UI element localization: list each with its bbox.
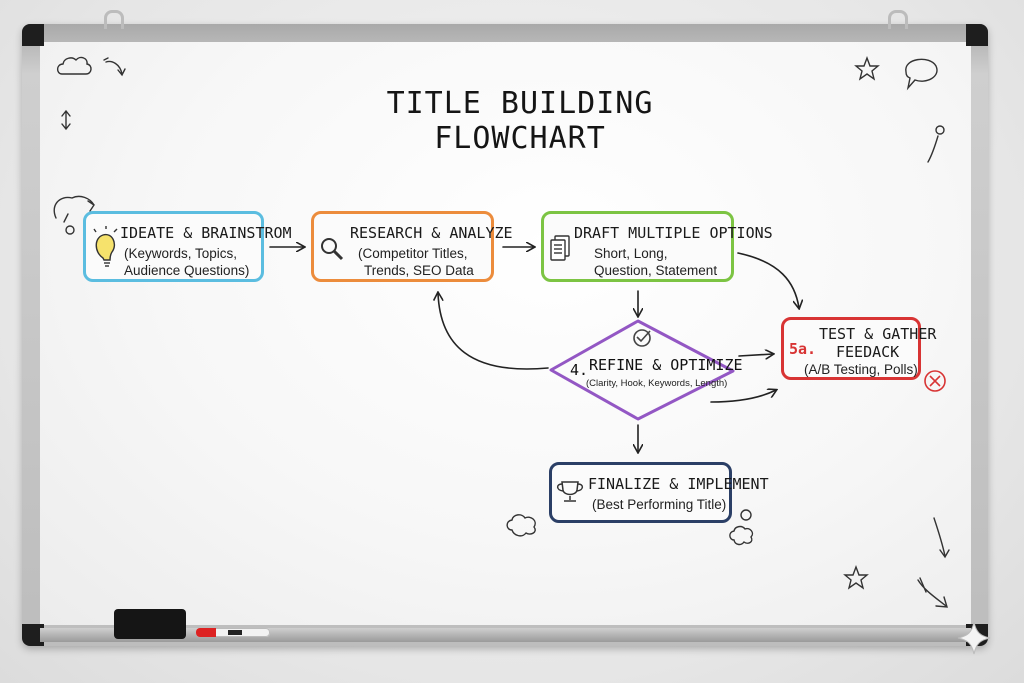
arrow-icon	[927, 135, 939, 163]
marker-cap	[196, 628, 216, 637]
page-title: TITLE BUILDING FLOWCHART	[386, 86, 654, 156]
arrow-refine-research-loop	[438, 293, 549, 370]
eraser	[114, 609, 186, 639]
refine-title: REFINE & OPTIMIZE	[589, 356, 743, 374]
frame-corner	[966, 24, 988, 46]
refine-subtitle: (Clarity, Hook, Keywords, Length)	[586, 378, 728, 389]
node-subtitle: (Competitor Titles,	[358, 246, 468, 261]
arrow-icon	[933, 517, 950, 559]
speech-bubble-icon	[905, 58, 938, 91]
node-ideate: IDEATE & BRAINSTROM (Keywords, Topics, A…	[83, 211, 292, 282]
node-research: RESEARCH & ANALYZE (Competitor Titles, T…	[311, 211, 513, 282]
cloud-icon	[729, 525, 754, 546]
arrow-icon	[61, 109, 71, 131]
frame-corner	[22, 624, 44, 646]
pin-icon	[935, 125, 945, 135]
node-title: FINALIZE & IMPLEMENT	[588, 475, 769, 493]
node-subtitle: Trends, SEO Data	[364, 263, 474, 278]
node-subtitle: (Best Performing Title)	[592, 497, 727, 512]
arrow-draft-test	[737, 252, 799, 308]
star-icon	[843, 565, 869, 590]
node-title: RESEARCH & ANALYZE	[350, 224, 513, 242]
refine-diamond	[549, 319, 735, 421]
arrow-refine-test-lower	[710, 390, 776, 403]
node-test: 5a. TEST & GATHER FEEDACK (A/B Testing, …	[781, 317, 936, 380]
arrow-icon	[53, 195, 95, 223]
node-draft: DRAFT MULTIPLE OPTIONS Short, Long, Ques…	[541, 211, 773, 282]
hanger-right	[888, 10, 908, 29]
node-title: IDEATE & BRAINSTROM	[120, 224, 292, 242]
refine-number: 4.	[570, 361, 589, 379]
node-finalize: FINALIZE & IMPLEMENT (Best Performing Ti…	[549, 462, 769, 523]
node-title: TEST & GATHER	[819, 325, 937, 343]
cloud-icon	[56, 56, 92, 75]
cloud-icon	[740, 509, 752, 521]
node-subtitle: Short, Long,	[594, 246, 668, 261]
cloud-icon	[506, 514, 536, 537]
node-subtitle: Audience Questions)	[124, 263, 250, 278]
node-subtitle: (A/B Testing, Polls)	[804, 362, 918, 377]
arrow-icon	[917, 577, 948, 608]
cloud-icon	[65, 225, 75, 235]
test-number: 5a.	[789, 340, 817, 358]
marker-tray	[40, 628, 971, 642]
node-subtitle: Question, Statement	[594, 263, 718, 278]
marker-band	[228, 630, 242, 635]
node-title: FEEDACK	[836, 343, 900, 361]
node-subtitle: (Keywords, Topics,	[124, 246, 238, 261]
node-title: DRAFT MULTIPLE OPTIONS	[574, 224, 773, 242]
frame-corner	[22, 24, 44, 46]
arrow-refine-test	[738, 354, 773, 356]
sparkle-icon	[957, 621, 991, 655]
star-icon	[854, 56, 880, 81]
arrow-icon	[103, 57, 126, 77]
hanger-left	[104, 10, 124, 29]
